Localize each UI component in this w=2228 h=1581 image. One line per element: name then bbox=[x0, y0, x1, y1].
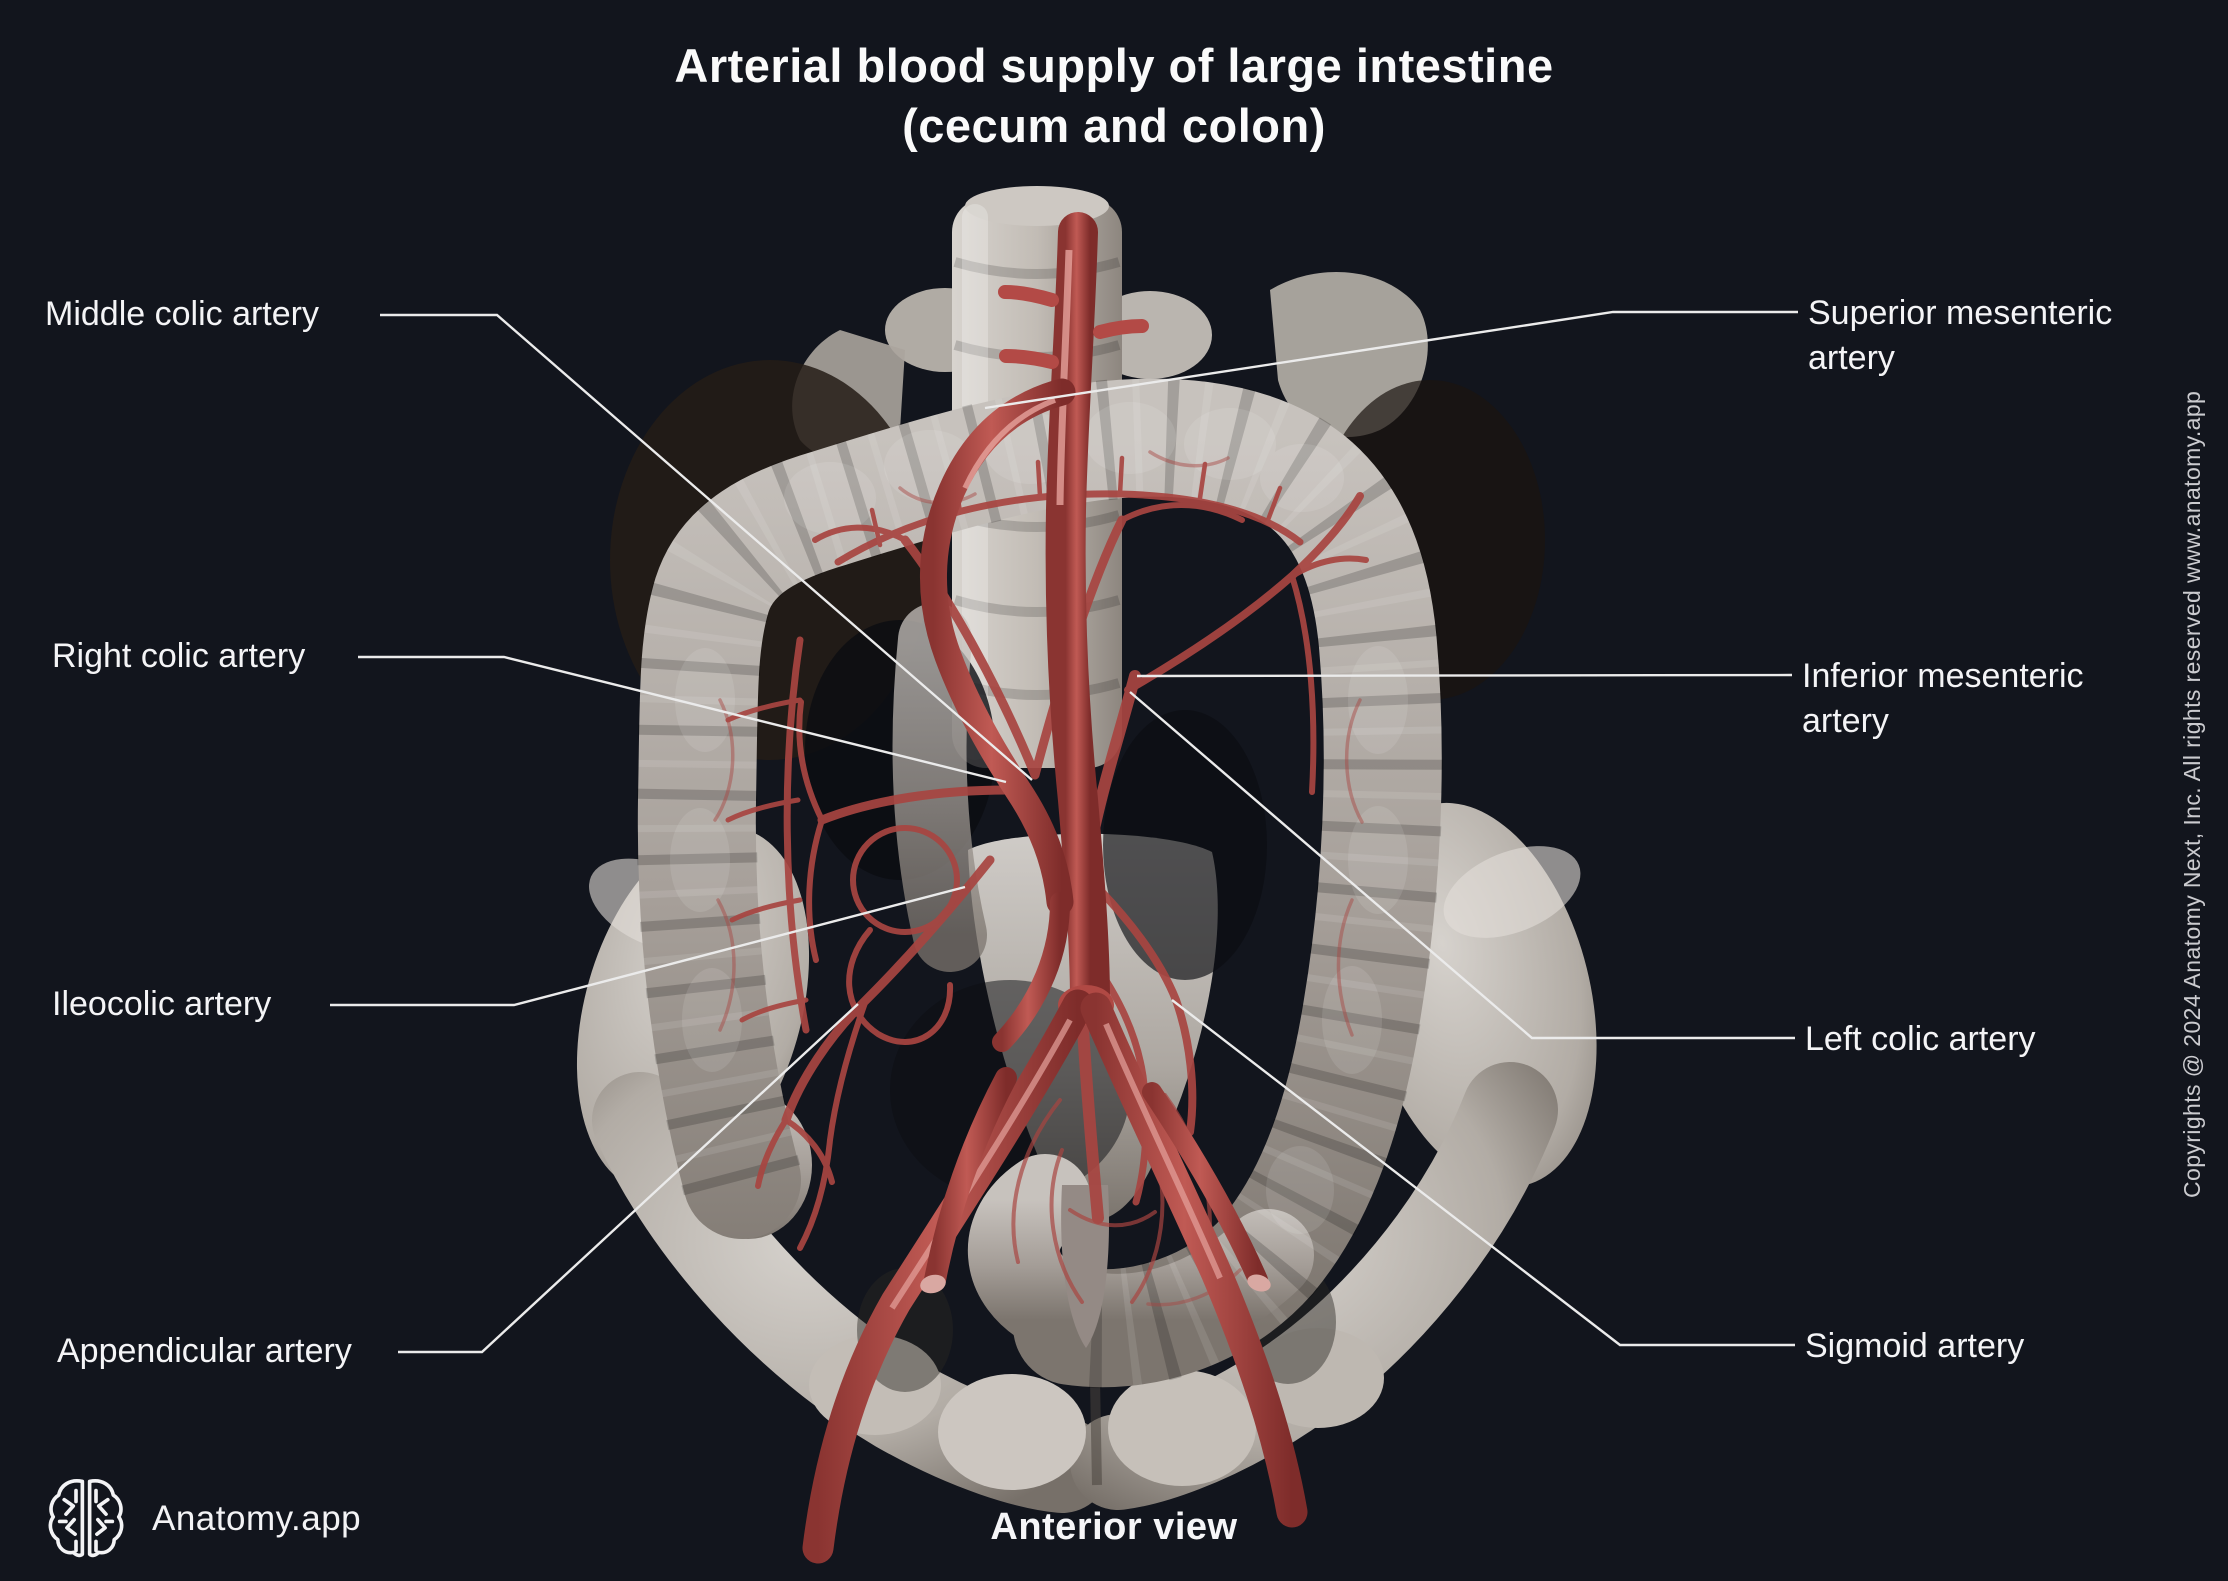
label-middle-colic-artery: Middle colic artery bbox=[45, 295, 319, 333]
leader-superior-mesenteric bbox=[984, 310, 1798, 410]
superior-mesenteric-trunk bbox=[920, 378, 1076, 916]
label-right-colic-artery: Right colic artery bbox=[52, 637, 306, 675]
copyright-notice: Copyrights @ 2024 Anatomy Next, Inc. All… bbox=[2179, 390, 2205, 1198]
duodenum-hint bbox=[892, 603, 987, 972]
title-line-2: (cecum and colon) bbox=[902, 99, 1326, 153]
label-sigmoid-artery: Sigmoid artery bbox=[1805, 1327, 2025, 1365]
leader-sigmoid bbox=[1171, 999, 1795, 1347]
title-line-1: Arterial blood supply of large intestine bbox=[674, 39, 1554, 92]
label-inferior-mesenteric-artery: Inferior mesenteric artery bbox=[1802, 657, 2084, 740]
page-title: Arterial blood supply of large intestine… bbox=[0, 36, 2228, 156]
label-superior-mesenteric-artery: Superior mesenteric artery bbox=[1808, 294, 2113, 377]
anatomy-app-logo: Anatomy.app bbox=[46, 1474, 361, 1563]
leader-lines bbox=[330, 310, 1798, 1354]
brand-name: Anatomy.app bbox=[152, 1498, 362, 1538]
leader-appendicular bbox=[398, 1003, 859, 1354]
brain-icon bbox=[46, 1474, 126, 1563]
aorta bbox=[1045, 212, 1110, 1022]
colon-illustration bbox=[636, 377, 1443, 1389]
leader-ileocolic bbox=[330, 885, 966, 1007]
label-left-colic-artery: Left colic artery bbox=[1805, 1020, 2036, 1058]
artery-trunks bbox=[802, 212, 1308, 1564]
leader-left-colic bbox=[1129, 691, 1795, 1040]
leader-right-colic bbox=[358, 655, 1007, 784]
leader-middle-colic bbox=[380, 313, 1033, 781]
rectum-stub bbox=[1061, 1185, 1110, 1348]
label-ileocolic-artery: Ileocolic artery bbox=[52, 985, 272, 1023]
label-appendicular-artery: Appendicular artery bbox=[57, 1332, 352, 1370]
view-caption: Anterior view bbox=[990, 1506, 1238, 1548]
leader-inferior-mesenteric bbox=[1136, 673, 1793, 678]
